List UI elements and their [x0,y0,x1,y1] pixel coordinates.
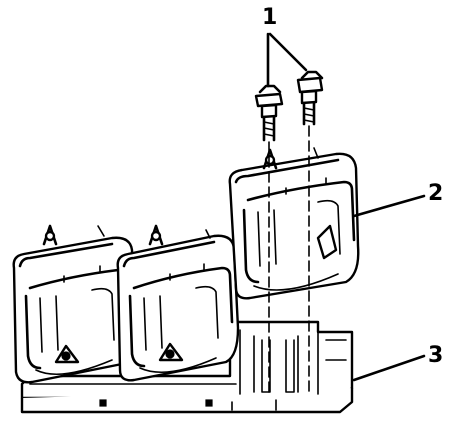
coil-left [12,224,136,384]
callout-2-label: 2 [428,181,443,206]
bolt-centerlines [268,125,310,397]
callout-3-label: 3 [428,343,443,368]
bolt-right [296,70,324,126]
coil-middle [116,224,240,382]
leader-lines [266,32,426,382]
callout-1-label: 1 [262,5,277,30]
bolt-left [254,84,284,142]
coil-right [228,147,360,300]
